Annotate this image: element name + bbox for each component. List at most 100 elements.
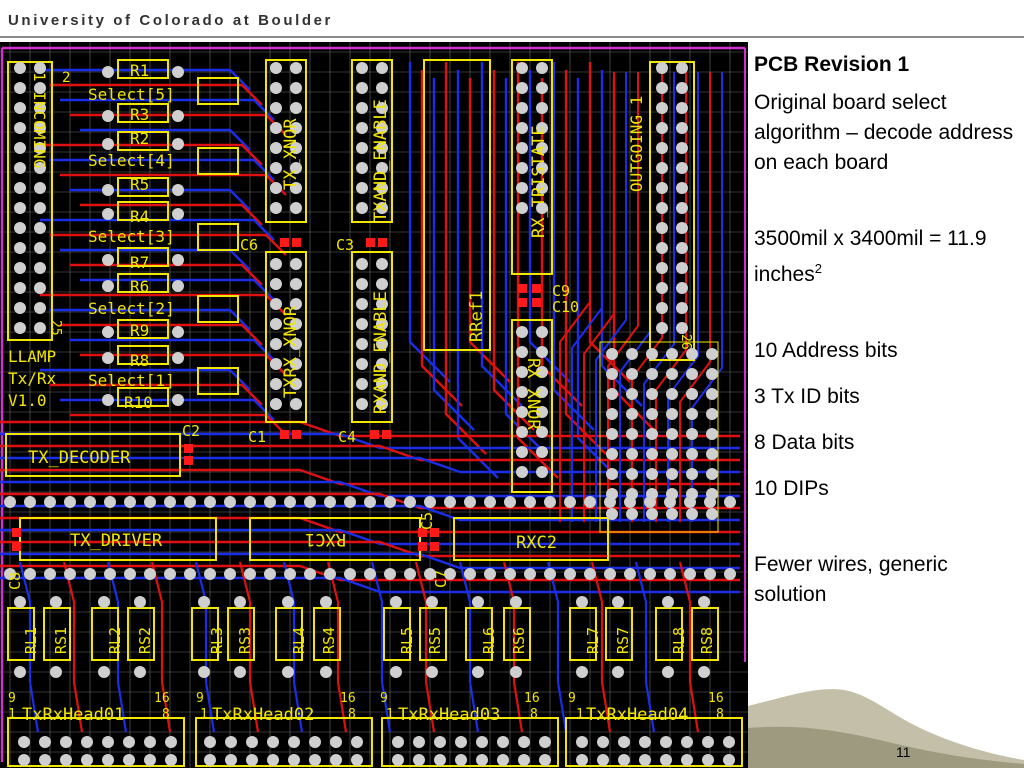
incoming-pin-2-label: 2 xyxy=(62,70,70,86)
relay-rl4-label: RL4 xyxy=(290,627,308,654)
resistor-r7-label: R7 xyxy=(130,253,149,272)
capacitor-c5-label: C5 xyxy=(418,512,436,530)
relay-rs3-label: RS3 xyxy=(236,627,254,654)
capacitor-c3-label: C3 xyxy=(336,236,354,254)
pcb-grid xyxy=(0,42,748,768)
header-1-pin-9: 9 xyxy=(8,691,16,706)
board-label-line-3: V1.0 xyxy=(8,391,47,410)
dimensions-main: 3500mil x 3400mil = 11.9 inches xyxy=(754,227,987,286)
header-2-pin-1: 1 xyxy=(200,707,208,722)
header-4-pin-16: 16 xyxy=(708,691,724,706)
relay-rs1-label: RS1 xyxy=(52,627,70,654)
decorative-mountain xyxy=(748,689,1024,768)
header-4-pin-1: 1 xyxy=(576,707,584,722)
header-3-pin-16: 16 xyxy=(524,691,540,706)
chip-tx-xnor-label: TX_XNOR xyxy=(281,118,301,190)
address-bits-text: 10 Address bits xyxy=(754,339,898,362)
relay-rl6-label: RL6 xyxy=(480,627,498,654)
select-2-label: Select[2] xyxy=(88,299,175,318)
chip-txand-enable-label: TXAND_ENABLE xyxy=(371,99,391,222)
slide-number: 11 xyxy=(896,744,911,760)
select-4-label: Select[4] xyxy=(88,151,175,170)
header-2-pin-16: 16 xyxy=(340,691,356,706)
capacitor-c7-label: C7 xyxy=(432,570,450,588)
chip-tx-decoder-label: TX_DECODER xyxy=(28,448,131,468)
relay-rl1-label: RL1 xyxy=(22,627,40,654)
txid-bits-text: 3 Tx ID bits xyxy=(754,385,860,408)
relay-rs7-label: RS7 xyxy=(614,627,632,654)
slide-notes: PCB Revision 1 Original board select alg… xyxy=(754,50,1016,610)
chip-rref-label: RRef1 xyxy=(467,291,487,342)
header-4-label: TxRxHead04 xyxy=(586,705,688,725)
capacitor-c1-label: C1 xyxy=(248,428,266,446)
board-label-line-1: LLAMP xyxy=(8,347,56,366)
capacitor-c2-label: C2 xyxy=(182,422,200,440)
pcb-silkscreen-outlines xyxy=(5,59,743,767)
relay-rl8-label: RL8 xyxy=(670,627,688,654)
chip-rxc2-label: RXC2 xyxy=(516,533,557,553)
resistor-r4-label: R4 xyxy=(130,207,149,226)
header-3-label: TxRxHead03 xyxy=(398,705,500,725)
header-3-pin-1: 1 xyxy=(386,707,394,722)
chip-rxc1-label: RXC1 xyxy=(305,529,346,549)
resistor-r9-label: R9 xyxy=(130,321,149,340)
summary-text: Fewer wires, generic solution xyxy=(754,553,948,606)
description-text: Original board select algorithm – decode… xyxy=(754,91,1014,174)
chip-rx-xnor-label: RX XNOR xyxy=(523,358,543,430)
outgoing-connector-label: OUTGOING 1 xyxy=(627,96,646,192)
pcb-pads xyxy=(4,62,736,766)
chip-txrx-xnor-label: TXRX_XNOR xyxy=(281,305,301,398)
resistor-r10-label: R10 xyxy=(124,393,153,412)
outgoing-pin-26-label: 26 xyxy=(678,334,693,350)
header-4-pin-9: 9 xyxy=(568,691,576,706)
select-5-label: Select[5] xyxy=(88,85,175,104)
dimensions-text: 3500mil x 3400mil = 11.9 inches2 xyxy=(754,224,1016,290)
resistor-r1-label: R1 xyxy=(130,61,149,80)
header-3-pin-9: 9 xyxy=(380,691,388,706)
relay-rs6-label: RS6 xyxy=(510,627,528,654)
relay-rs2-label: RS2 xyxy=(136,627,154,654)
relay-rs4-label: RS4 xyxy=(320,627,338,654)
incoming-pin-25-label: 25 xyxy=(48,320,63,336)
header-2-pin-8: 8 xyxy=(348,707,356,722)
slide-title: PCB Revision 1 xyxy=(754,53,910,76)
relay-rl2-label: RL2 xyxy=(106,627,124,654)
resistor-r2-label: R2 xyxy=(130,129,149,148)
header-rule xyxy=(0,36,1024,38)
select-3-label: Select[3] xyxy=(88,227,175,246)
relay-rs8-label: RS8 xyxy=(698,627,716,654)
relay-rs5-label: RS5 xyxy=(426,627,444,654)
header-2-label: TxRxHead02 xyxy=(212,705,314,725)
data-bits-text: 8 Data bits xyxy=(754,431,855,454)
header-1-pin-8: 8 xyxy=(162,707,170,722)
dimensions-exponent: 2 xyxy=(814,261,822,276)
resistor-r3-label: R3 xyxy=(130,105,149,124)
header-3-pin-8: 8 xyxy=(530,707,538,722)
pcb-layout-image: 1 INCOMING 2 25 OUTGOING 1 26 LLAMP Tx/R… xyxy=(0,42,748,768)
header-4-pin-8: 8 xyxy=(716,707,724,722)
chip-rxand-enable-label: RXAND_ENABLE xyxy=(371,291,391,414)
header-title: University of Colorado at Boulder xyxy=(8,12,333,29)
select-1-label: Select[1] xyxy=(88,371,175,390)
resistor-r5-label: R5 xyxy=(130,175,149,194)
header-1-pin-16: 16 xyxy=(154,691,170,706)
header-1-label: TxRxHead01 xyxy=(22,705,124,725)
capacitor-c8-label: C8 xyxy=(6,572,24,590)
resistor-r8-label: R8 xyxy=(130,351,149,370)
board-label-line-2: Tx/Rx xyxy=(8,369,57,388)
relay-rl5-label: RL5 xyxy=(398,627,416,654)
pcb-smd-pads xyxy=(12,238,541,551)
chip-rx-tristate-label: RX_TRISTATE xyxy=(529,125,549,238)
chip-tx-driver-label: TX_DRIVER xyxy=(70,531,163,551)
dips-text: 10 DIPs xyxy=(754,477,829,500)
resistor-r6-label: R6 xyxy=(130,277,149,296)
capacitor-c9-label: C9 xyxy=(552,282,570,300)
header-1-pin-1: 1 xyxy=(8,707,16,722)
capacitor-c10-label: C10 xyxy=(552,298,579,316)
relay-rl3-label: RL3 xyxy=(208,627,226,654)
capacitor-c4-label: C4 xyxy=(338,428,356,446)
header-2-pin-9: 9 xyxy=(196,691,204,706)
relay-rl7-label: RL7 xyxy=(584,627,602,654)
incoming-connector-label: 1 INCOMING xyxy=(30,72,49,168)
capacitor-c6-label: C6 xyxy=(240,236,258,254)
